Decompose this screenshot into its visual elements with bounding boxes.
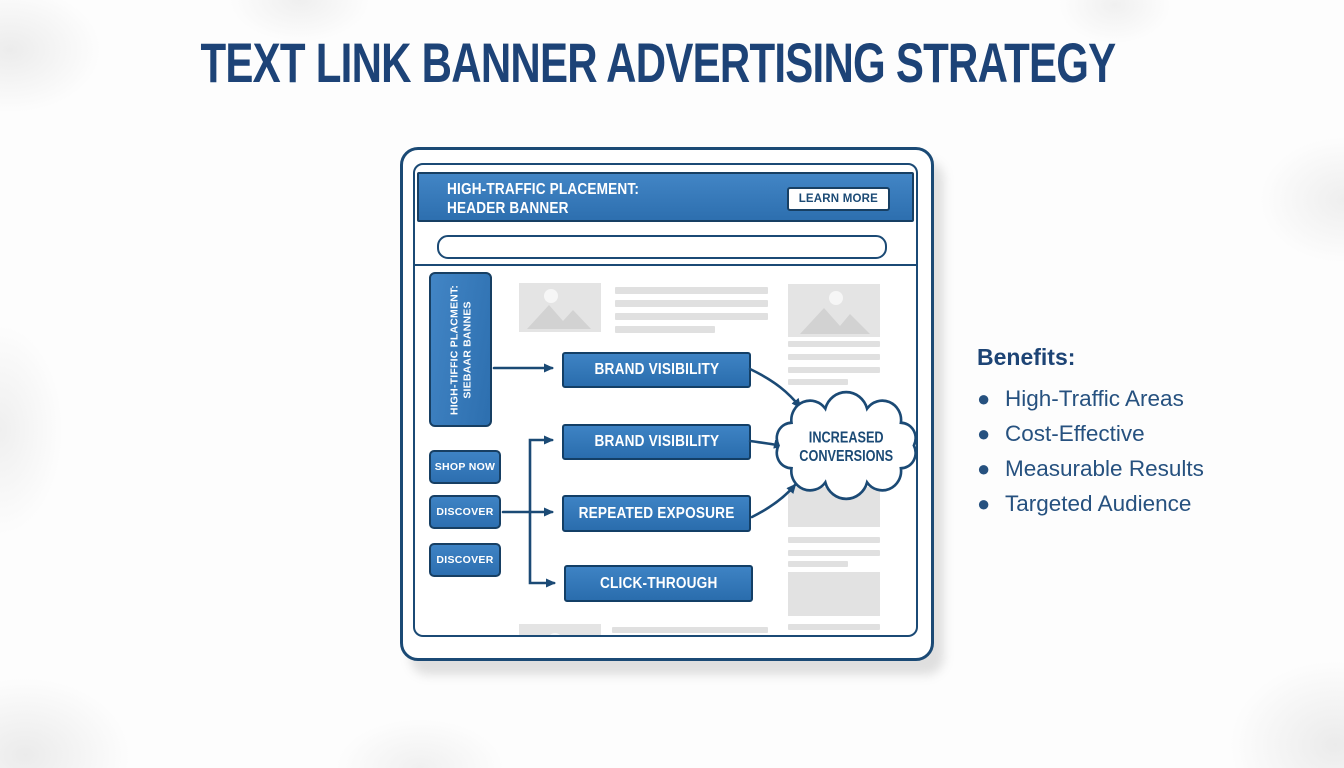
image-placeholder-top-right xyxy=(788,284,880,337)
mountain-photo-icon xyxy=(519,624,601,635)
mountain-photo-icon xyxy=(519,283,601,332)
text-line-placeholder xyxy=(788,341,880,347)
text-line-placeholder xyxy=(788,379,848,385)
content-block-placeholder xyxy=(788,487,880,527)
discover-button-1[interactable]: DISCOVER xyxy=(429,495,501,529)
bullet-dot-icon: ● xyxy=(977,491,991,516)
header-banner-line2: HEADER BANNER xyxy=(447,200,569,217)
flow-box-brand-visibility-2: BRAND VISIBILITY xyxy=(562,424,751,460)
benefits-panel: Benefits: ● High-Traffic Areas ● Cost-Ef… xyxy=(977,344,1204,527)
benefit-item: ● Cost-Effective xyxy=(977,422,1204,445)
learn-more-button[interactable]: LEARN MORE xyxy=(786,187,890,211)
text-line-placeholder xyxy=(615,326,715,333)
benefit-item: ● High-Traffic Areas xyxy=(977,387,1204,410)
text-line-placeholder xyxy=(615,300,768,307)
bullet-dot-icon: ● xyxy=(977,386,991,411)
header-banner-ad[interactable]: HIGH-TRAFFIC PLACEMENT: HEADER BANNER LE… xyxy=(417,172,914,222)
text-line-placeholder xyxy=(788,624,880,630)
image-placeholder-top-left xyxy=(519,283,601,332)
webpage-frame: HIGH-TRAFFIC PLACEMENT: HEADER BANNER LE… xyxy=(413,163,918,637)
toolbar-divider xyxy=(415,264,916,266)
benefit-item-label: Targeted Audience xyxy=(1005,491,1192,516)
content-block-placeholder xyxy=(788,572,880,616)
browser-mockup: HIGH-TRAFFIC PLACEMENT: HEADER BANNER LE… xyxy=(400,147,934,661)
text-line-placeholder xyxy=(788,550,880,556)
text-line-placeholder xyxy=(615,287,768,294)
shop-now-button[interactable]: SHOP NOW xyxy=(429,450,501,484)
page-title: TEXT LINK BANNER ADVERTISING STRATEGY xyxy=(200,31,1117,94)
flow-box-repeated-exposure: REPEATED EXPOSURE xyxy=(562,495,751,532)
flow-box-click-through: CLICK-THROUGH xyxy=(564,565,753,602)
sidebar-banner-ad[interactable]: HIGH-TIFFIC PLACMENT: SIEBAAR BANNES xyxy=(429,272,492,427)
bullet-dot-icon: ● xyxy=(977,456,991,481)
search-bar[interactable] xyxy=(437,235,887,259)
sidebar-banner-text: HIGH-TIFFIC PLACMENT: SIEBAAR BANNES xyxy=(433,276,488,424)
text-line-placeholder xyxy=(615,313,768,320)
text-line-placeholder xyxy=(788,561,848,567)
benefits-title: Benefits: xyxy=(977,344,1076,370)
benefit-item-label: Cost-Effective xyxy=(1005,421,1145,446)
mountain-photo-icon xyxy=(788,284,880,337)
benefit-item: ● Measurable Results xyxy=(977,457,1204,480)
sidebar-banner-line2: SIEBAAR BANNES xyxy=(460,300,473,399)
image-placeholder-bottom xyxy=(519,624,601,635)
bullet-dot-icon: ● xyxy=(977,421,991,446)
text-line-placeholder xyxy=(788,354,880,360)
benefit-item-label: Measurable Results xyxy=(1005,456,1204,481)
text-line-placeholder xyxy=(788,537,880,543)
header-banner-line1: HIGH-TRAFFIC PLACEMENT: xyxy=(447,181,640,198)
text-line-placeholder xyxy=(788,367,880,373)
discover-button-2[interactable]: DISCOVER xyxy=(429,543,501,577)
text-line-placeholder xyxy=(612,627,768,633)
sidebar-banner-line1: HIGH-TIFFIC PLACMENT: xyxy=(447,284,460,415)
benefit-item: ● Targeted Audience xyxy=(977,492,1204,515)
flow-box-brand-visibility-1: BRAND VISIBILITY xyxy=(562,352,751,388)
header-banner-text: HIGH-TRAFFIC PLACEMENT: HEADER BANNER xyxy=(447,180,639,218)
benefit-item-label: High-Traffic Areas xyxy=(1005,386,1184,411)
